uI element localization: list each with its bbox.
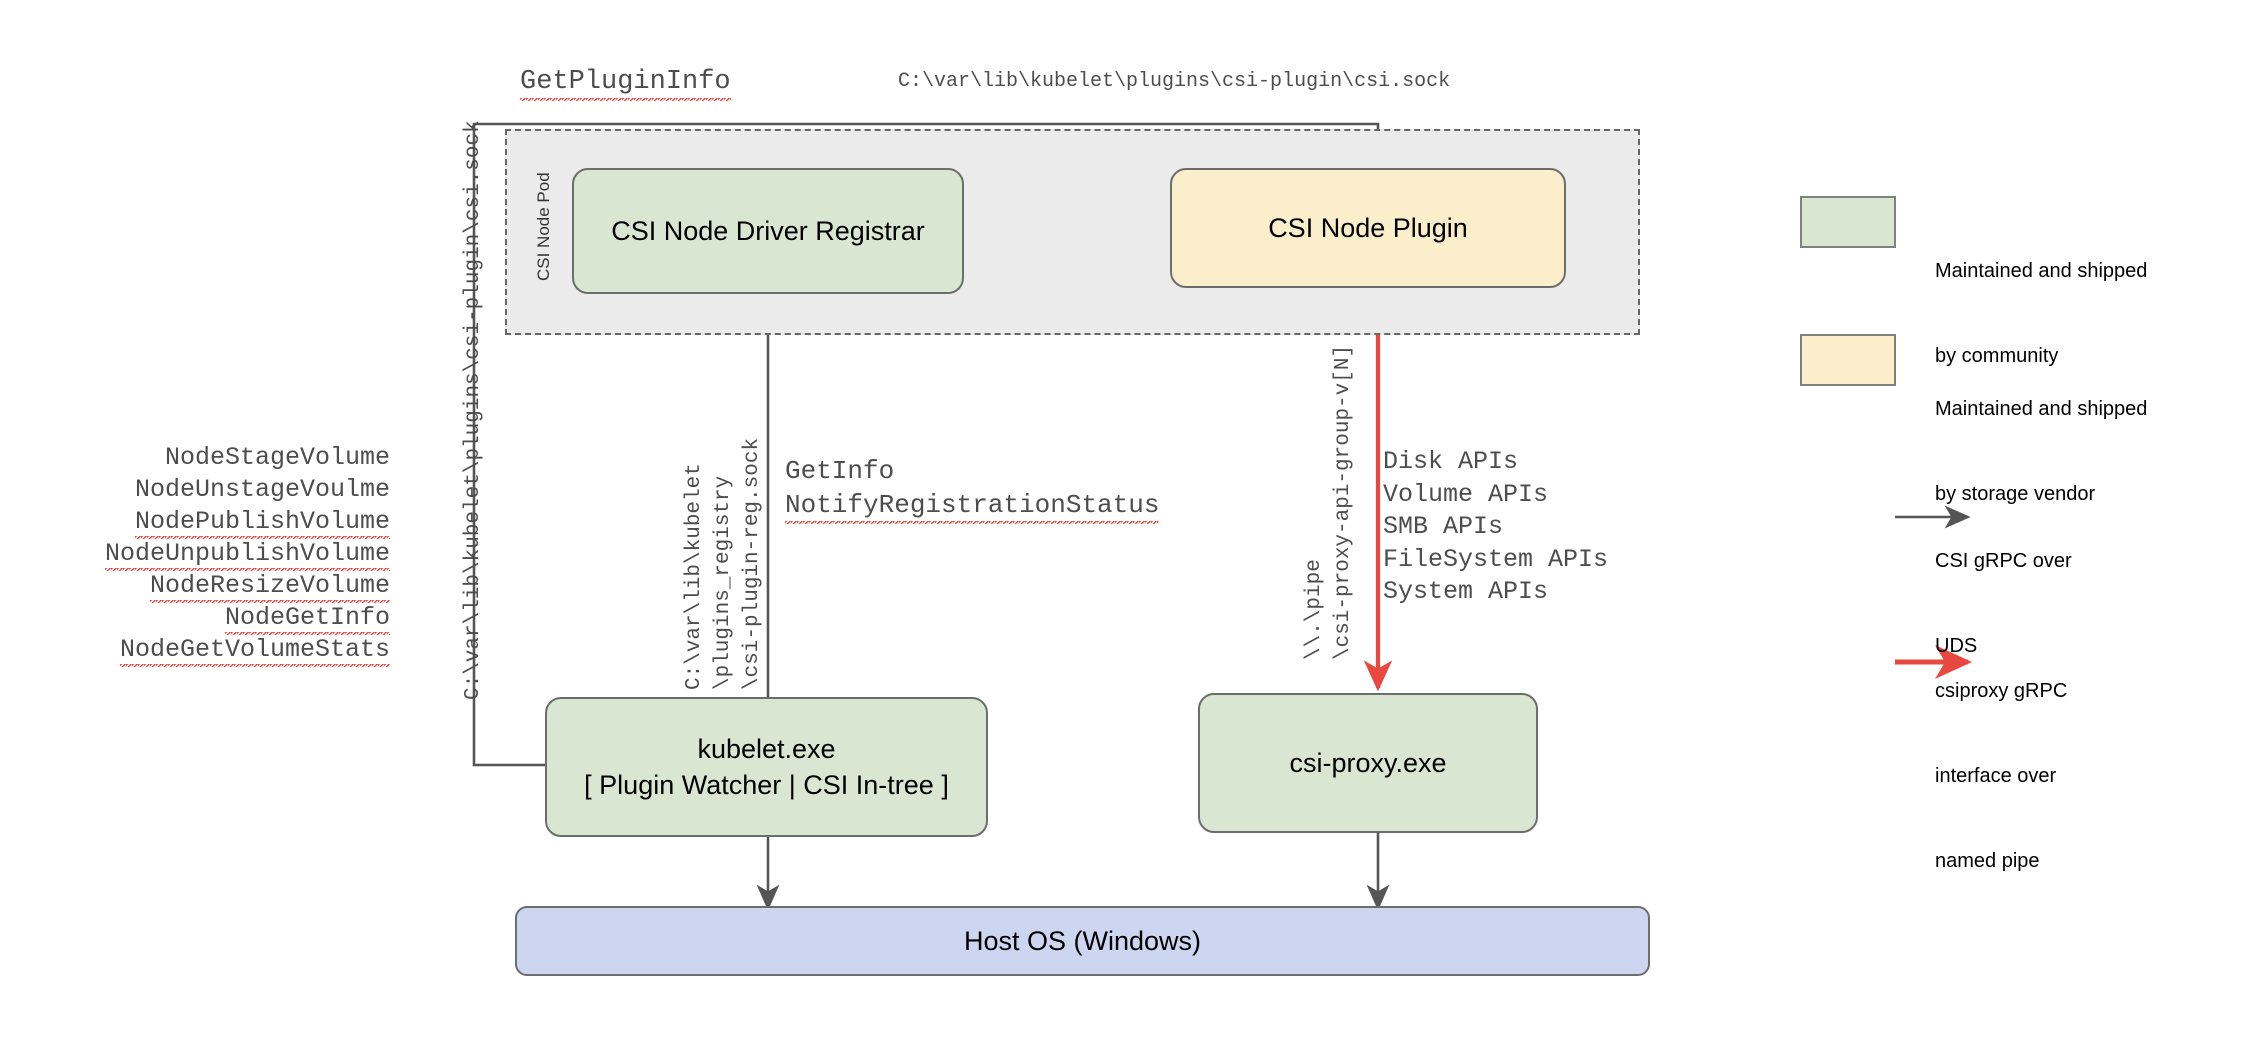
csi-node-api-item: NodePublishVolume <box>100 506 390 539</box>
node-label: Host OS (Windows) <box>963 925 1202 956</box>
named-pipe-line-2: \csi-proxy-api-group-v[N] <box>1332 344 1355 660</box>
csi-node-api-item: NodeUnstageVoulme <box>100 474 390 506</box>
node-label: CSI Node Plugin <box>1268 212 1468 243</box>
csi-node-api-label: NodePublishVolume <box>134 507 390 539</box>
node-label: csi-proxy.exe <box>1289 747 1447 778</box>
node-csi-node-plugin[interactable]: CSI Node Plugin <box>1170 168 1566 288</box>
legend-line-1: csiproxy gRPC <box>1935 679 2068 702</box>
label-getinfo: GetInfo <box>785 456 895 486</box>
csiproxy-api-item: FileSystem APIs <box>1383 544 1609 574</box>
label-csi-sock-path-left: C:\var\lib\kubelet\plugins\csi-plugin\cs… <box>462 120 485 700</box>
legend-line-1: Maintained and shipped <box>1935 259 2148 282</box>
csi-node-api-label: NodeUnstageVoulme <box>134 475 390 504</box>
label-notify-registration-status: NotifyRegistrationStatus <box>785 490 1160 524</box>
label-named-pipe-2: \csi-proxy-api-group-v[N] <box>1329 345 1389 660</box>
csi-node-api-item: NodeGetVolumeStats <box>100 634 390 667</box>
csi-node-api-label: NodeStageVolume <box>164 443 390 472</box>
csi-node-api-label: NodeGetVolumeStats <box>119 635 390 667</box>
legend-swatch-community <box>1800 196 1896 248</box>
csiproxy-api-item: Volume APIs <box>1383 479 1549 509</box>
named-pipe-line-1: \\.\pipe <box>1303 559 1326 660</box>
label-get-plugin-info: GetPluginInfo <box>520 67 731 101</box>
csi-node-api-item: NodeResizeVolume <box>100 570 390 603</box>
node-csi-proxy-exe[interactable]: csi-proxy.exe <box>1198 693 1538 833</box>
csi-node-api-label: NodeResizeVolume <box>149 571 390 603</box>
node-label: CSI Node Driver Registrar <box>611 215 925 246</box>
legend-line-1: Maintained and shipped <box>1935 397 2148 420</box>
kubelet-title: kubelet.exe <box>697 733 836 764</box>
legend-line-3: named pipe <box>1935 850 2040 873</box>
csiproxy-api-item: System APIs <box>1383 577 1549 606</box>
legend-label-community: Maintained and shipped by community <box>1935 200 2147 427</box>
registry-sock-line-3: \csi-plugin-reg.sock <box>741 437 764 690</box>
label-csi-sock-path-top: C:\var\lib\kubelet\plugins\csi-plugin\cs… <box>898 70 1451 93</box>
legend-line-2: UDS <box>1935 634 1978 657</box>
csiproxy-api-item: Disk APIs <box>1383 447 1519 476</box>
kubelet-subtitle: [ Plugin Watcher | CSI In-tree ] <box>584 770 949 800</box>
legend-label-vendor: Maintained and shipped by storage vendor <box>1935 338 2147 565</box>
legend-line-2: interface over <box>1935 764 2057 787</box>
csi-node-api-label: NodeGetInfo <box>224 603 390 635</box>
csi-node-api-label: NodeUnpublishVolume <box>104 539 390 571</box>
registry-sock-line-2: \plugins_registry <box>712 475 735 690</box>
legend-line-2: by community <box>1935 344 2059 367</box>
csi-node-api-item: NodeGetInfo <box>100 602 390 635</box>
csi-node-api-item: NodeUnpublishVolume <box>100 538 390 571</box>
csi-node-api-item: NodeStageVolume <box>100 442 390 474</box>
csi-node-pod-label: CSI Node Pod <box>534 172 553 281</box>
node-csi-node-driver-registrar[interactable]: CSI Node Driver Registrar <box>572 168 964 294</box>
legend-line-1: CSI gRPC over <box>1935 549 2072 572</box>
registry-sock-line-1: C:\var\lib\kubelet <box>683 463 706 690</box>
legend-swatch-vendor <box>1800 334 1896 386</box>
node-kubelet-exe[interactable]: kubelet.exe [ Plugin Watcher | CSI In-tr… <box>545 697 988 837</box>
node-host-os[interactable]: Host OS (Windows) <box>515 906 1650 976</box>
legend-line-2: by storage vendor <box>1935 482 2096 505</box>
legend-label-csiproxy-named-pipe: csiproxy gRPC interface over named pipe <box>1935 620 2067 932</box>
legend-label-csi-grpc-uds: CSI gRPC over UDS <box>1935 490 2072 717</box>
csiproxy-api-item: SMB APIs <box>1383 512 1504 541</box>
